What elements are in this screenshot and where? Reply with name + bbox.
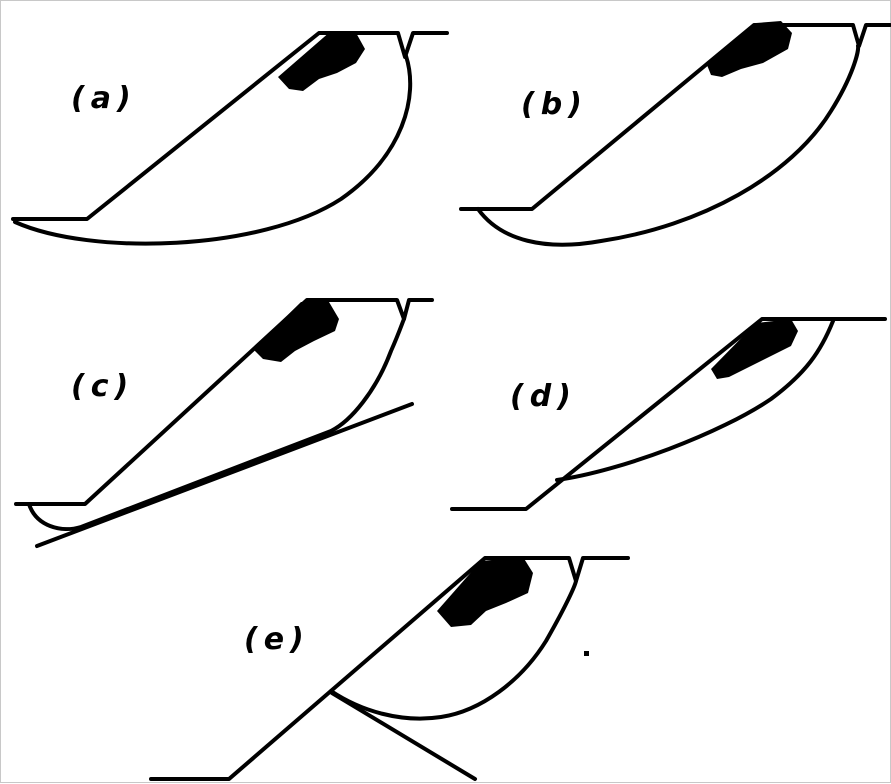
panel-b-failure-surface	[476, 44, 861, 247]
panel-b: (b)	[459, 21, 891, 247]
panel-d-slope-profile	[450, 317, 887, 511]
panel-e-label: (e)	[244, 622, 310, 657]
panel-a-failure-surface	[13, 54, 413, 246]
panel-e: (e)	[149, 556, 630, 781]
panel-d-tension-crack-soil-mass	[711, 319, 798, 379]
panel-b-slope-profile	[459, 23, 891, 211]
panel-b-label: (b)	[521, 87, 588, 122]
panel-e-slope-profile	[149, 556, 630, 781]
panel-c-slope-profile	[14, 298, 434, 506]
panel-e-dot-mark	[584, 651, 589, 656]
panel-d: (d)	[450, 317, 887, 511]
panel-a: (a)	[11, 31, 449, 246]
panel-c: (c)	[14, 298, 434, 548]
panel-c-tension-crack-soil-mass	[253, 302, 339, 362]
panel-c-weak-layer-plane	[35, 402, 414, 548]
panel-a-tension-crack-soil-mass	[278, 31, 365, 91]
panel-d-failure-surface	[555, 319, 835, 482]
panel-b-tension-crack-soil-mass	[707, 21, 792, 77]
panel-a-label: (a)	[71, 81, 137, 116]
panel-d-label: (d)	[510, 379, 577, 414]
panel-a-slope-profile	[11, 31, 449, 221]
panel-c-label: (c)	[71, 369, 134, 404]
panel-e-failure-surface	[329, 579, 578, 721]
panel-e-tension-crack-soil-mass	[437, 557, 533, 627]
panel-e-weak-layer-plane	[330, 691, 477, 781]
panel-c-failure-surface	[27, 317, 406, 532]
